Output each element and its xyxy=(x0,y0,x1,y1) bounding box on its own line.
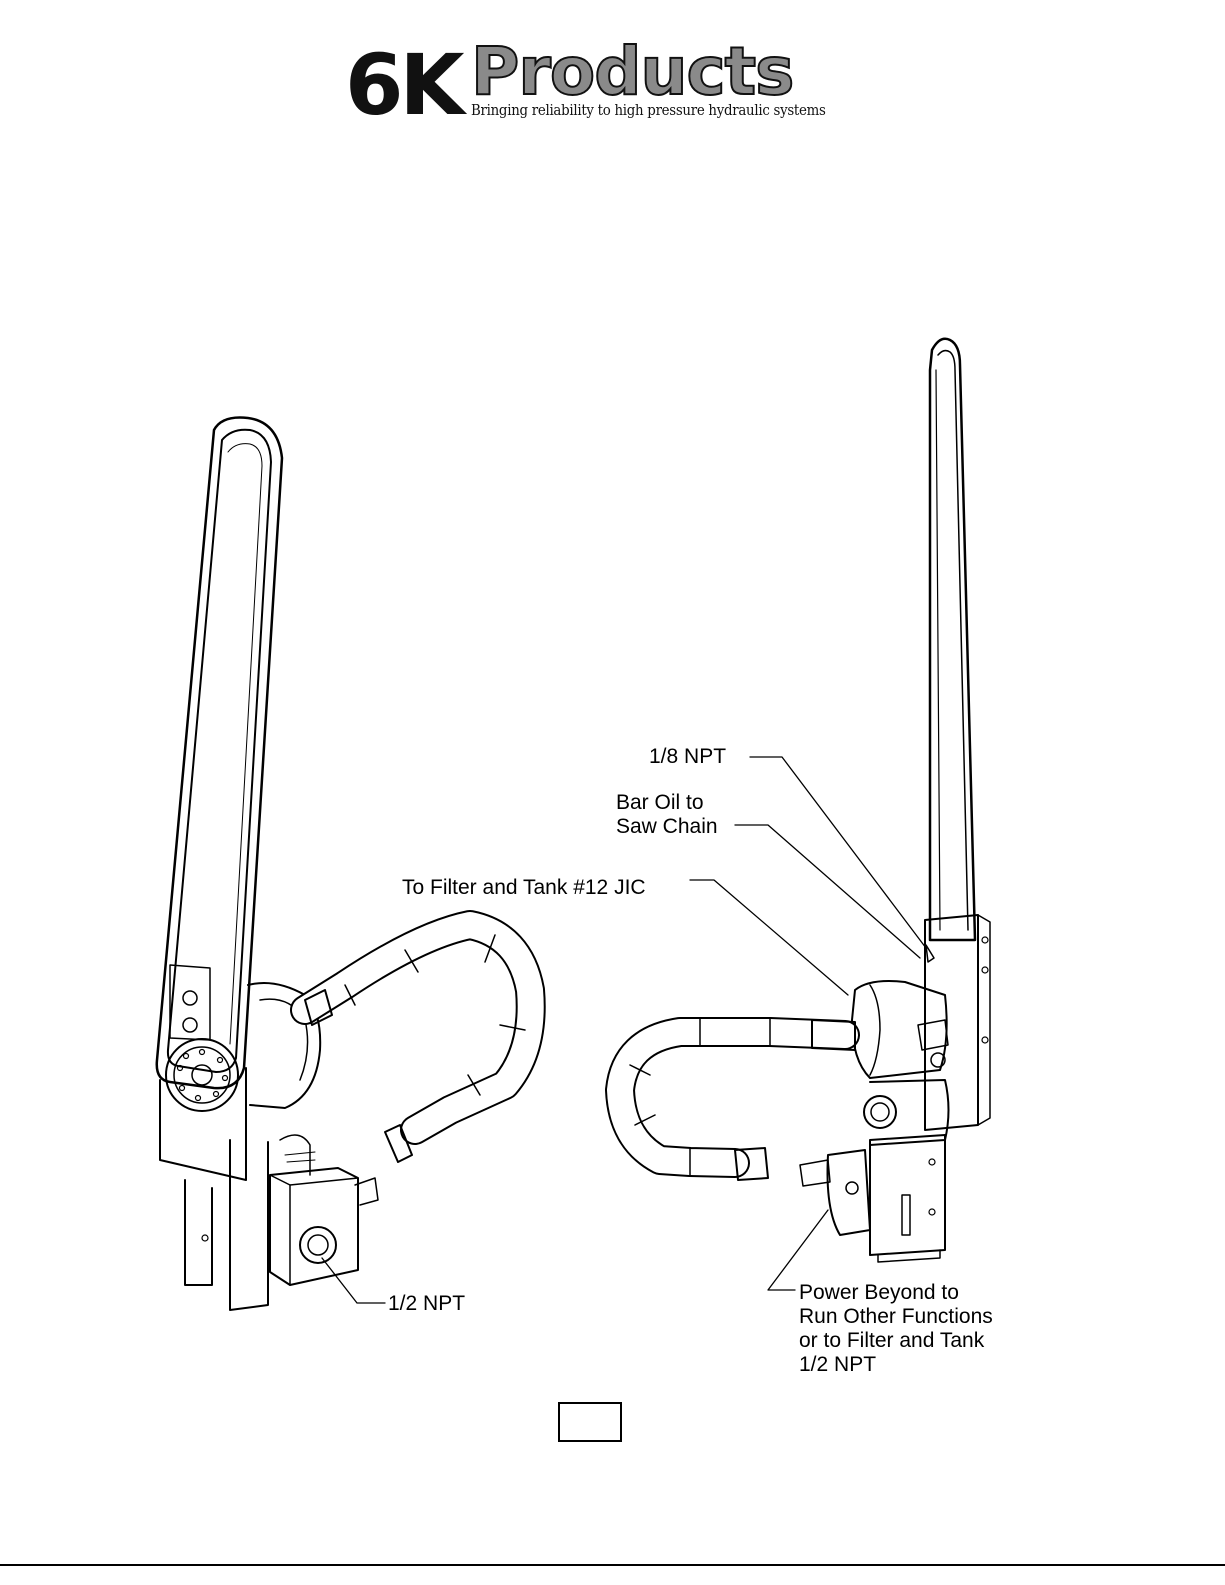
leader-filter-tank xyxy=(690,880,848,995)
leader-bar-oil xyxy=(735,825,920,958)
leader-power-beyond xyxy=(768,1210,828,1290)
callout-power-line3: or to Filter and Tank xyxy=(799,1329,984,1353)
left-saw-assembly xyxy=(157,418,531,1311)
callout-power-line4: 1/2 NPT xyxy=(799,1353,876,1377)
left-saw-bar xyxy=(157,418,282,1089)
callout-filter-tank: To Filter and Tank #12 JIC xyxy=(402,876,646,900)
left-saw-chain xyxy=(168,430,271,1072)
callout-bar-oil-line1: Bar Oil to xyxy=(616,791,704,815)
bottom-divider xyxy=(0,1564,1225,1566)
callout-left-npt: 1/2 NPT xyxy=(388,1292,465,1316)
leader-left-npt xyxy=(322,1258,385,1303)
callout-power-line1: Power Beyond to xyxy=(799,1281,959,1305)
left-npt-port xyxy=(300,1227,336,1263)
callout-power-line2: Run Other Functions xyxy=(799,1305,993,1329)
leader-1-8-npt xyxy=(750,757,926,948)
callout-bar-oil-line2: Saw Chain xyxy=(616,815,718,839)
callout-1-8-npt: 1/8 NPT xyxy=(649,745,726,769)
page-number-box xyxy=(558,1402,622,1442)
